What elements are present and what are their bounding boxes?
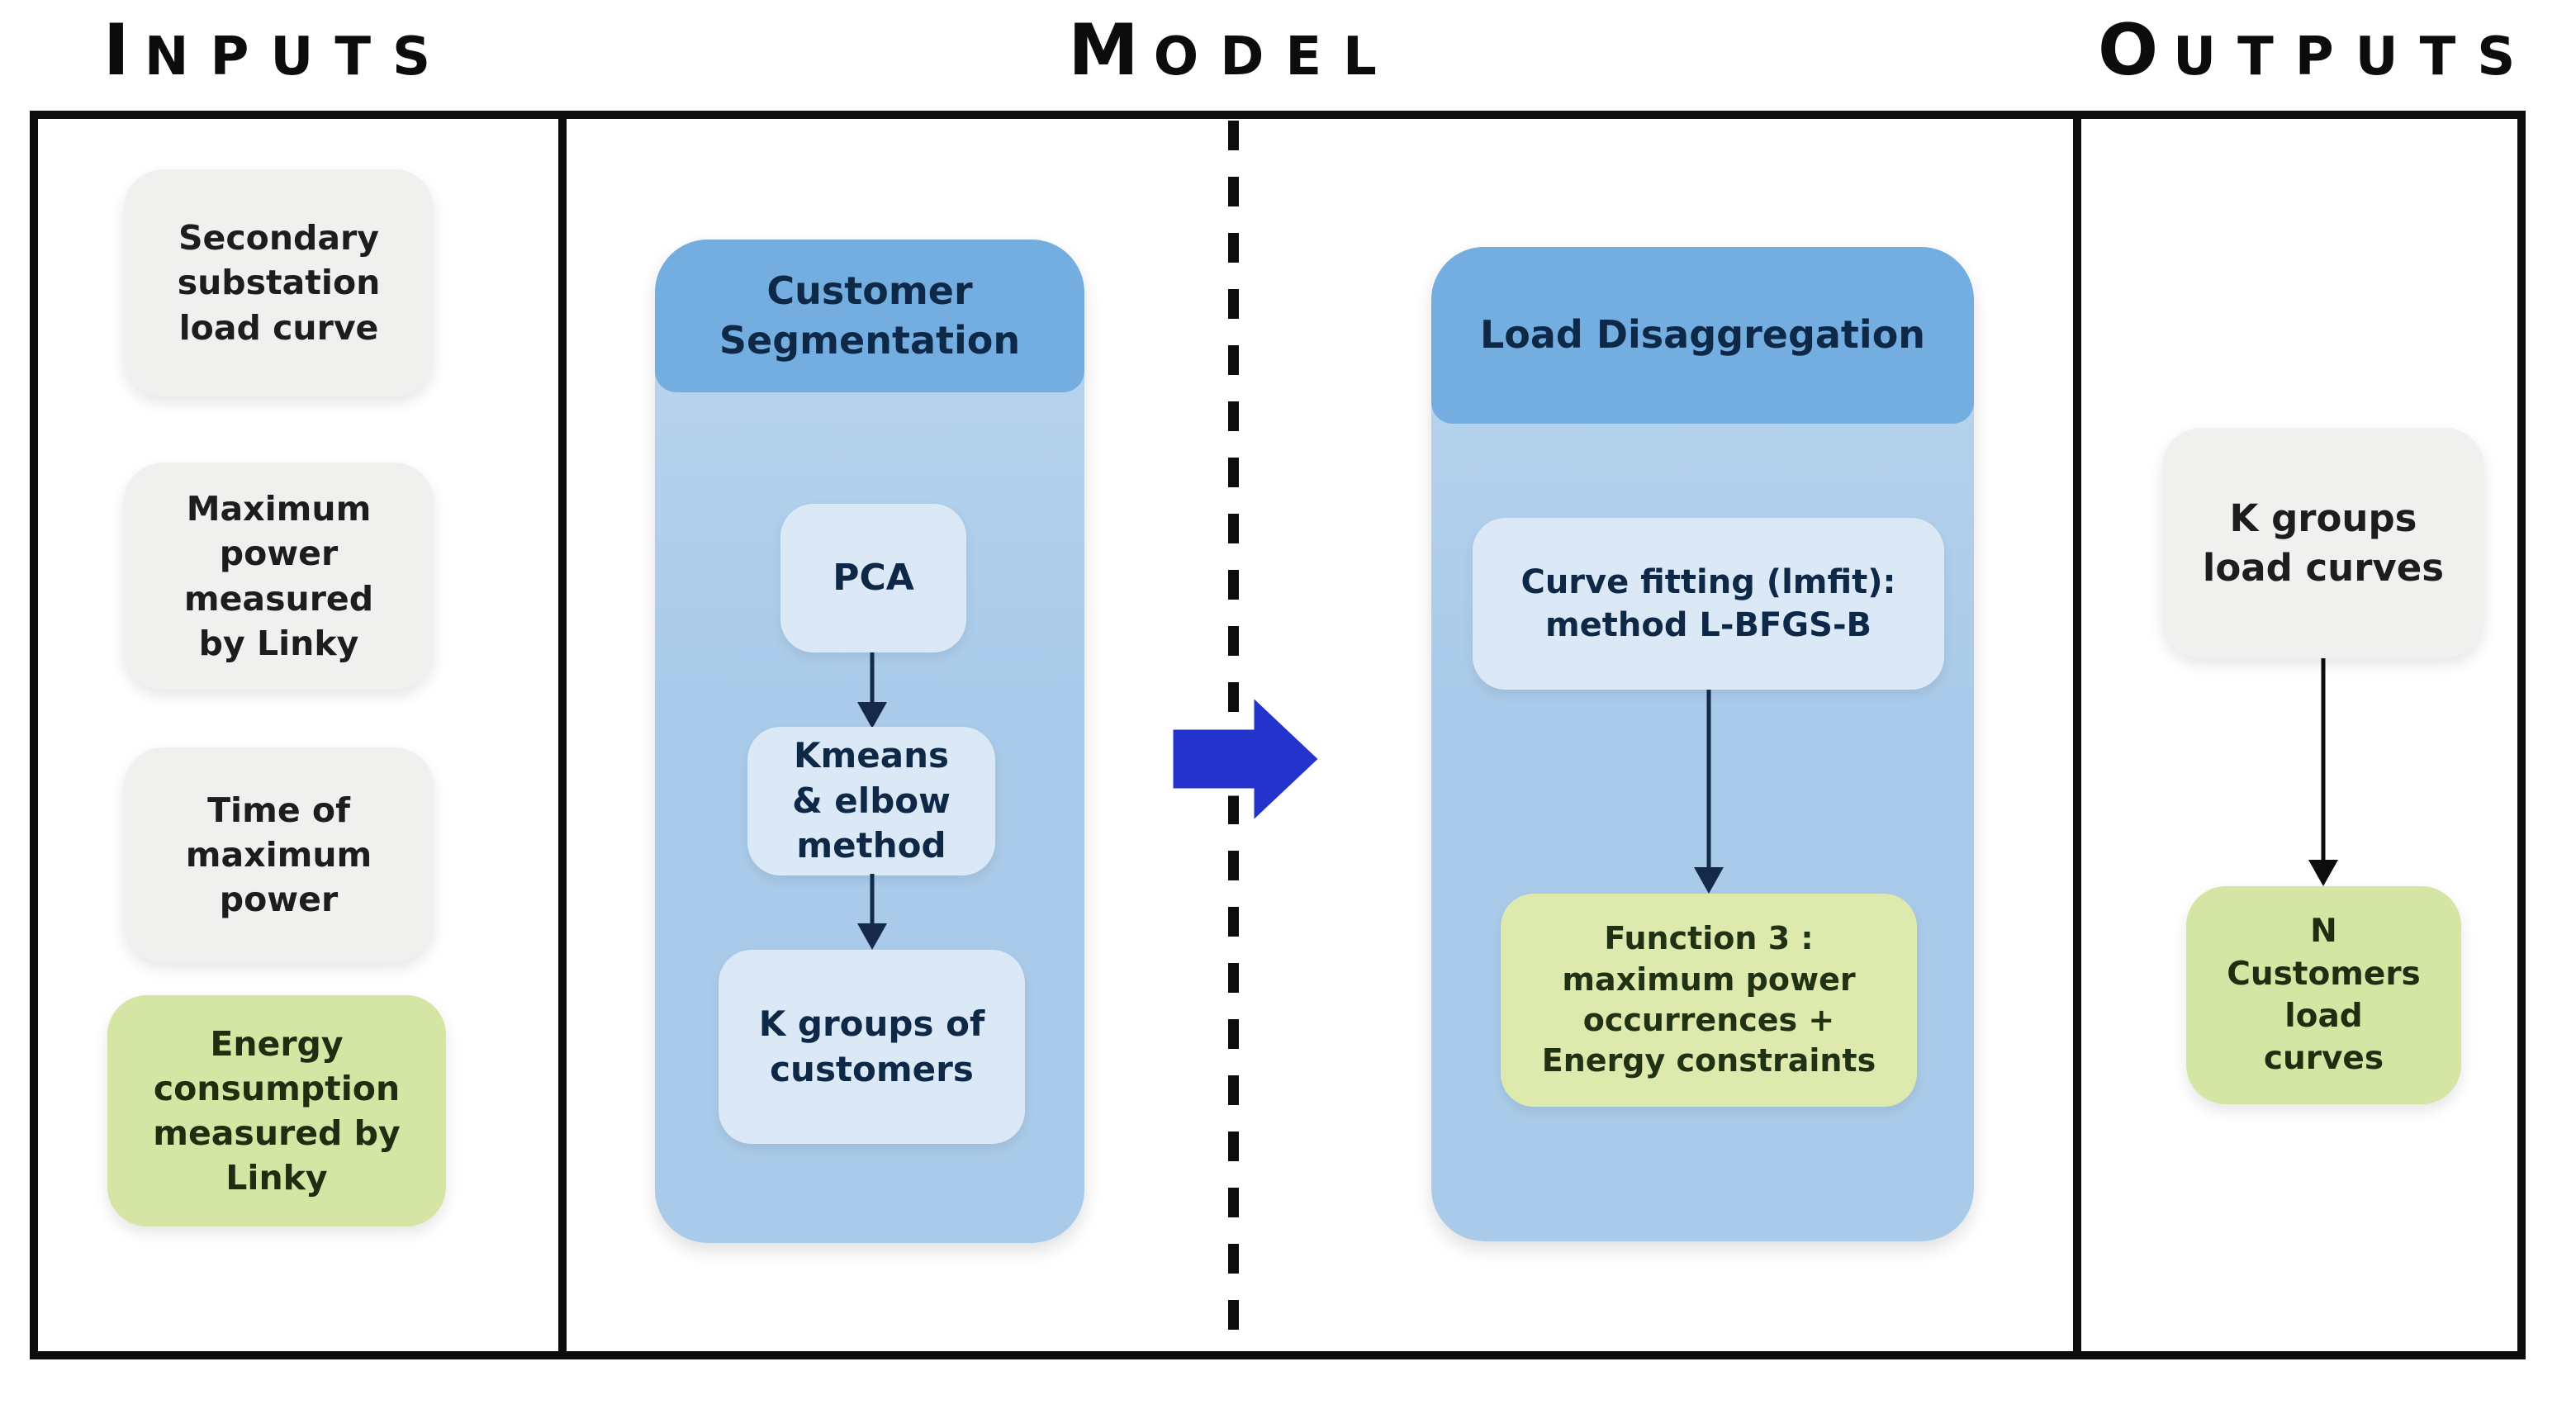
divider-model-outputs xyxy=(2073,114,2081,1359)
input-box-energy-consumption: Energy consumption measured by Linky xyxy=(107,995,446,1226)
diagram-frame xyxy=(30,111,2526,1359)
arrow-kmeans-to-kgroups xyxy=(856,874,889,950)
customer-segmentation-title: Customer Segmentation xyxy=(655,240,1084,392)
divider-inputs-model xyxy=(558,114,567,1359)
step-k-groups-of-customers: K groups of customers xyxy=(719,950,1025,1144)
arrow-shaft xyxy=(2321,658,2326,863)
step-kmeans-elbow-method: Kmeans & elbow method xyxy=(747,727,995,875)
load-disaggregation-container: Load Disaggregation Curve fitting (lmfit… xyxy=(1431,247,1974,1241)
arrow-head-icon xyxy=(857,702,887,728)
model-column-title: MODEL xyxy=(1068,9,1398,92)
arrow-shaft xyxy=(870,874,875,927)
arrow-curvefit-to-function3 xyxy=(1692,690,1725,894)
flow-arrow-shape xyxy=(1165,681,1329,837)
customer-segmentation-container: Customer Segmentation PCA Kmeans & elbow… xyxy=(655,240,1084,1243)
inputs-column-title: INPUTS xyxy=(102,9,453,92)
flow-arrow-icon xyxy=(1165,681,1329,837)
input-box-time-of-maximum-power: Time of maximum power xyxy=(124,747,434,962)
arrow-pca-to-kmeans xyxy=(856,652,889,728)
load-disaggregation-title: Load Disaggregation xyxy=(1431,247,1974,424)
input-box-substation-load-curve: Secondary substation load curve xyxy=(124,169,434,396)
arrow-kgroups-to-customers xyxy=(2307,658,2340,886)
step-pca: PCA xyxy=(780,504,966,652)
arrow-head-icon xyxy=(1694,867,1724,894)
output-box-k-groups-load-curves: K groups load curves xyxy=(2162,428,2484,658)
input-box-maximum-power: Maximum power measured by Linky xyxy=(124,463,434,690)
arrow-head-icon xyxy=(857,923,887,950)
output-box-n-customers-load-curves: N Customers load curves xyxy=(2186,886,2461,1104)
step-function-3: Function 3 : maximum power occurrences +… xyxy=(1501,894,1917,1107)
outputs-column-title: OUTPUTS xyxy=(2098,9,2537,92)
arrow-head-icon xyxy=(2308,860,2338,886)
step-curve-fitting: Curve fitting (lmfit): method L-BFGS-B xyxy=(1473,518,1944,690)
arrow-shaft xyxy=(1706,690,1711,871)
arrow-shaft xyxy=(870,652,875,705)
